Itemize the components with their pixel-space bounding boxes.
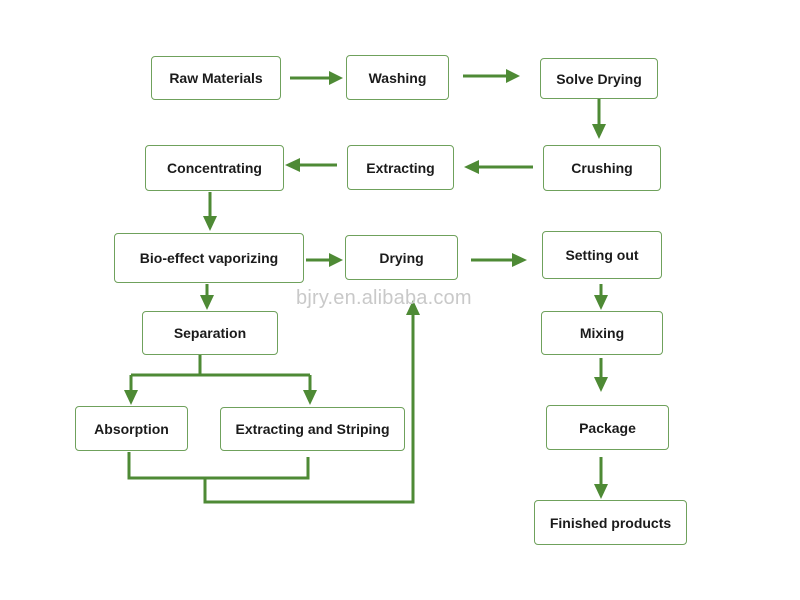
arrowhead-washing-to-solve-drying (506, 69, 520, 83)
step-finished-products: Finished products (534, 500, 687, 545)
step-mixing: Mixing (541, 311, 663, 355)
arrowhead-bio-effect-to-separation (200, 295, 214, 310)
step-crushing-label: Crushing (571, 160, 633, 176)
arrowhead-solve-drying-to-crushing (592, 124, 606, 139)
step-mixing-label: Mixing (579, 325, 625, 341)
step-bio-effect-vaporizing-label: Bio-effect vaporizing (139, 250, 279, 266)
step-absorption-label: Absorption (94, 420, 169, 437)
step-solve-drying: Solve Drying (540, 58, 658, 99)
step-solve-drying-label: Solve Drying (556, 70, 642, 87)
arrowhead-drying-to-setting-out (512, 253, 527, 267)
arrowhead-merge-to-drying (406, 300, 420, 315)
arrowhead-crushing-to-extracting (464, 160, 479, 174)
connector-merge-bar (127, 452, 310, 480)
step-absorption: Absorption (75, 406, 188, 451)
step-raw-materials: Raw Materials (151, 56, 281, 100)
step-package-label: Package (579, 419, 636, 436)
step-separation: Separation (142, 311, 278, 355)
step-drying-label: Drying (379, 249, 424, 266)
step-washing: Washing (346, 55, 449, 100)
watermark: bjry.en.alibaba.com (296, 287, 472, 309)
step-extracting-and-striping: Extracting and Striping (220, 407, 405, 451)
arrowhead-mixing-to-package (594, 377, 608, 392)
step-extracting-and-striping-label: Extracting and Striping (235, 421, 390, 437)
step-extracting: Extracting (347, 145, 454, 190)
step-washing-label: Washing (368, 69, 427, 86)
step-setting-out: Setting out (542, 231, 662, 279)
arrowhead-raw-to-washing (329, 71, 343, 85)
arrowhead-bio-effect-to-drying (329, 253, 343, 267)
arrowhead-branch-to-absorption (124, 390, 138, 405)
step-raw-materials-label: Raw Materials (169, 70, 263, 86)
step-setting-out-label: Setting out (565, 247, 639, 263)
arrowhead-package-to-finished (594, 484, 608, 499)
step-finished-products-label: Finished products (549, 514, 672, 531)
step-concentrating: Concentrating (145, 145, 284, 191)
arrowhead-setting-out-to-mixing (594, 295, 608, 310)
arrowhead-extracting-to-concentrating (285, 158, 300, 172)
step-crushing: Crushing (543, 145, 661, 191)
step-bio-effect-vaporizing: Bio-effect vaporizing (114, 233, 304, 283)
step-package: Package (546, 405, 669, 450)
step-extracting-label: Extracting (366, 159, 435, 176)
connector-merge-to-drying (203, 314, 415, 504)
arrowhead-branch-to-extracting-striping (303, 390, 317, 405)
step-drying: Drying (345, 235, 458, 280)
step-separation-label: Separation (173, 325, 247, 341)
step-concentrating-label: Concentrating (167, 160, 262, 176)
arrowhead-concentrating-to-bio-effect (203, 216, 217, 231)
